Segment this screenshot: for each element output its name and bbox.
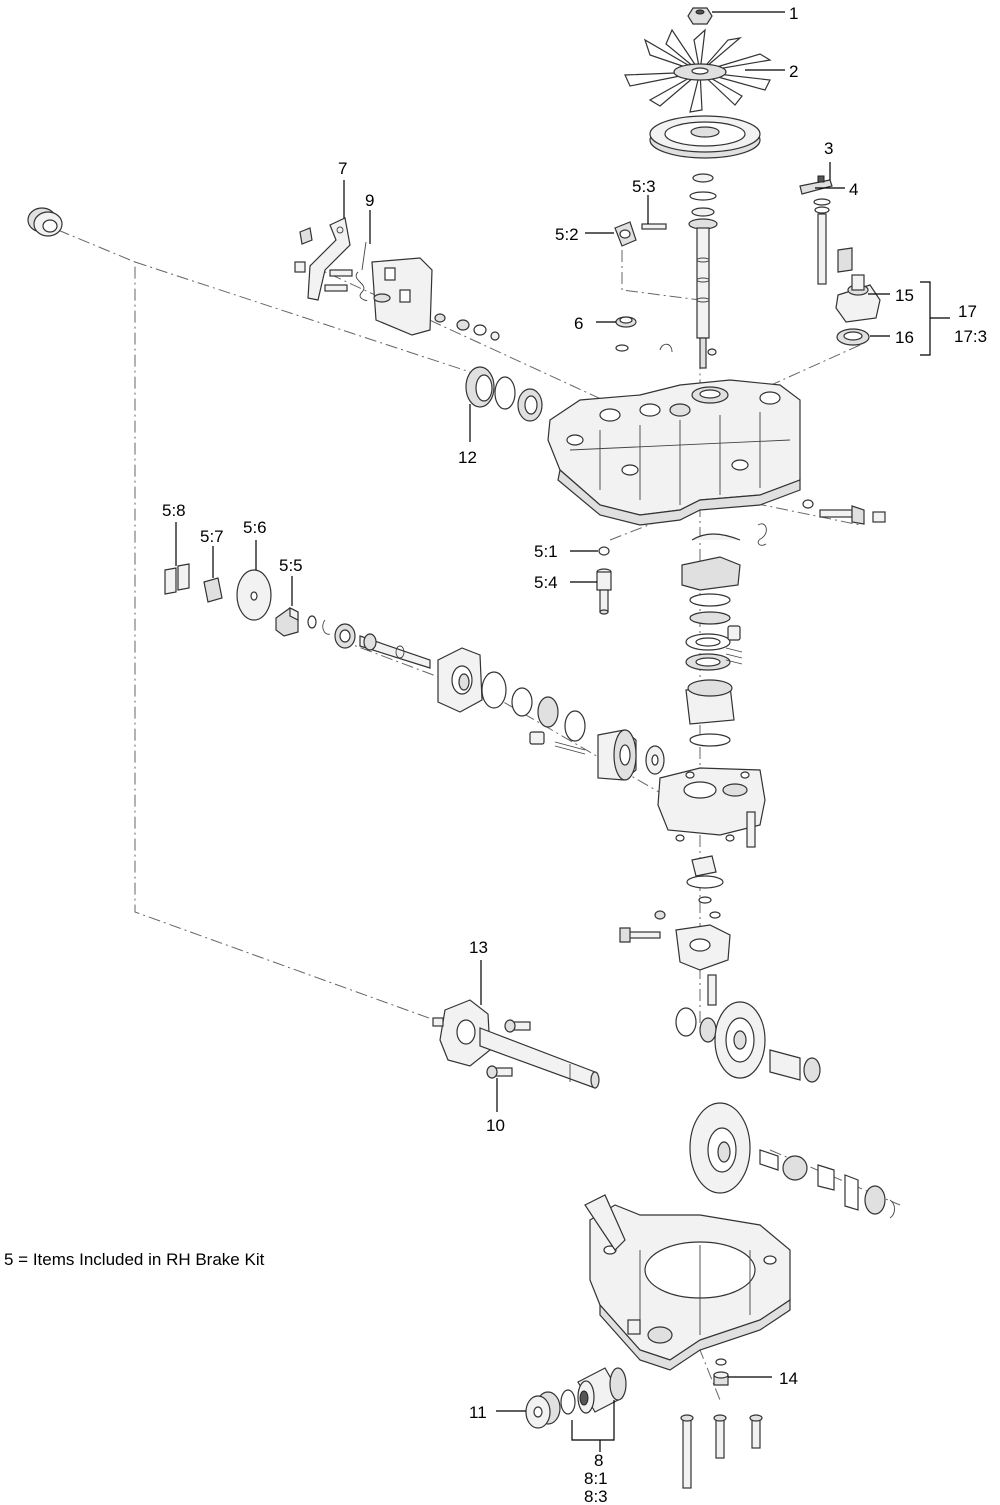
callout-5-7: 5:7: [200, 527, 224, 546]
callout-10: 10: [486, 1116, 505, 1135]
callout-5-8: 5:8: [162, 501, 186, 520]
charge-pump-part: [619, 855, 731, 1006]
callout-5-4: 5:4: [534, 573, 558, 592]
end-cap-part: [27, 207, 63, 237]
callout-5-1: 5:1: [534, 542, 558, 561]
callout-5-2: 5:2: [555, 225, 579, 244]
brake-lever-5-2-part: [614, 221, 637, 247]
callout-6: 6: [574, 314, 583, 333]
input-shaft-part: [688, 173, 718, 369]
brake-puck-5-7-part: [203, 577, 223, 603]
cover-15-part: [835, 274, 881, 323]
callout-16: 16: [895, 328, 914, 347]
spring-9-part: [355, 241, 368, 302]
lower-housing-part: [584, 1194, 791, 1371]
drain-plug-14-part: [627, 1319, 729, 1386]
callout-labels: 1 2 3 4 5:3 5:2 6 7 9 15 16 17 17:3 12 5…: [162, 4, 987, 1505]
leader-lines: [175, 11, 950, 1452]
pin-5-3-part: [641, 223, 667, 230]
control-bracket-part: [324, 257, 446, 336]
callout-8-3: 8:3: [584, 1487, 608, 1505]
brake-pads-5-8-part: [164, 563, 190, 595]
filter-8-part: [560, 1367, 627, 1415]
upper-housing-part: [547, 379, 801, 526]
callout-5-6: 5:6: [243, 518, 267, 537]
callout-3: 3: [824, 139, 833, 158]
callout-8: 8: [594, 1451, 603, 1470]
bypass-arm-part: [799, 175, 853, 285]
gear-lower-part: [689, 1102, 895, 1219]
callout-17: 17: [958, 302, 977, 321]
swashplate-housing-part: [437, 647, 483, 713]
center-shaft-part: [307, 615, 431, 669]
pump-cylinder-left: [529, 729, 665, 781]
side-bolts-right: [757, 499, 886, 546]
brake-caliper-5-5-part: [275, 607, 299, 637]
housing-bolts-part: [680, 1414, 763, 1489]
callout-5-5: 5:5: [279, 556, 303, 575]
callout-8-1: 8:1: [584, 1469, 608, 1488]
shift-lever-7-part: [294, 217, 351, 301]
callout-7: 7: [338, 159, 347, 178]
pump-stack-part: [681, 533, 743, 747]
seal-12-part: [465, 366, 495, 408]
callout-5-3: 5:3: [632, 177, 656, 196]
bearings-upper: [494, 376, 543, 422]
callout-17-3: 17:3: [954, 327, 987, 346]
callout-15: 15: [895, 286, 914, 305]
fan-part: [624, 28, 772, 113]
callout-9: 9: [365, 191, 374, 210]
callout-12: 12: [458, 448, 477, 467]
o-ring-5-1-part: [598, 546, 610, 556]
callout-14: 14: [779, 1369, 798, 1388]
seal-16-part: [836, 328, 870, 346]
kit-note: 5 = Items Included in RH Brake Kit: [4, 1250, 265, 1269]
pulley-part: [649, 115, 761, 159]
center-section-part: [657, 767, 766, 848]
axle-shaft-13-part: [432, 999, 600, 1089]
callout-2: 2: [789, 62, 798, 81]
bearings-middle: [481, 671, 586, 742]
bearing-rings-small: [456, 319, 500, 341]
brake-disc-5-6-part: [236, 569, 272, 621]
callout-13: 13: [469, 938, 488, 957]
shaft-5-4-part: [596, 568, 612, 615]
callout-11: 11: [469, 1403, 487, 1422]
callout-1: 1: [789, 4, 798, 23]
filter-cap-11-part: [525, 1391, 561, 1429]
gear-upper-part: [675, 1001, 821, 1083]
nut-part: [687, 7, 713, 25]
plug-6-part: [615, 316, 673, 353]
callout-4: 4: [849, 180, 858, 199]
bolt-10-part: [486, 1019, 531, 1079]
